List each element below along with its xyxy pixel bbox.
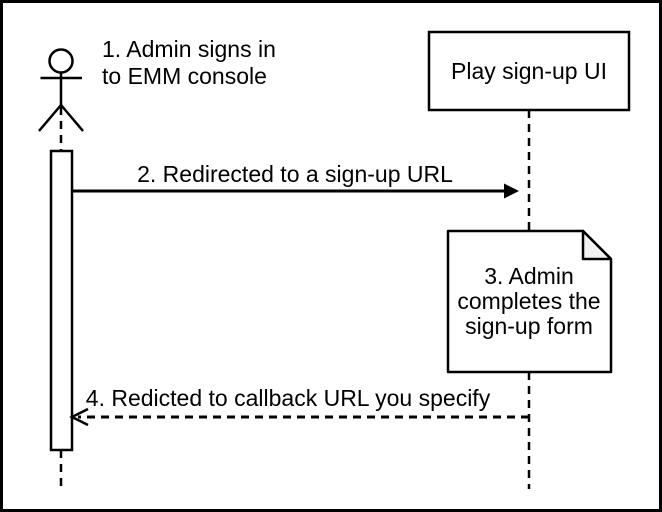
svg-text:1. Admin signs in: 1. Admin signs in bbox=[102, 36, 276, 62]
message-2-label: 2. Redirected to a sign-up URL bbox=[137, 161, 453, 187]
actor-icon bbox=[38, 48, 84, 132]
svg-text:sign-up form: sign-up form bbox=[465, 313, 593, 339]
svg-text:3. Admin: 3. Admin bbox=[484, 263, 574, 289]
participant-box-play-signup-ui: Play sign-up UI bbox=[427, 30, 631, 112]
message-2-arrow: 2. Redirected to a sign-up URL bbox=[72, 161, 519, 199]
note-fold-corner bbox=[581, 229, 613, 261]
svg-text:to EMM console: to EMM console bbox=[102, 63, 267, 89]
participant-label: Play sign-up UI bbox=[451, 58, 607, 84]
note-label: 3. Admin completes the sign-up form bbox=[457, 263, 600, 339]
message-4-arrowhead bbox=[69, 407, 89, 427]
message-1-label: 1. Admin signs in to EMM console bbox=[102, 36, 276, 89]
message-4-label: 4. Redicted to callback URL you specify bbox=[86, 385, 491, 411]
activation-bar bbox=[49, 149, 74, 452]
svg-text:completes the: completes the bbox=[457, 288, 600, 314]
note-shape: 3. Admin completes the sign-up form bbox=[446, 229, 613, 374]
message-2-arrowhead bbox=[504, 183, 519, 199]
message-4-arrow: 4. Redicted to callback URL you specify bbox=[69, 385, 529, 427]
